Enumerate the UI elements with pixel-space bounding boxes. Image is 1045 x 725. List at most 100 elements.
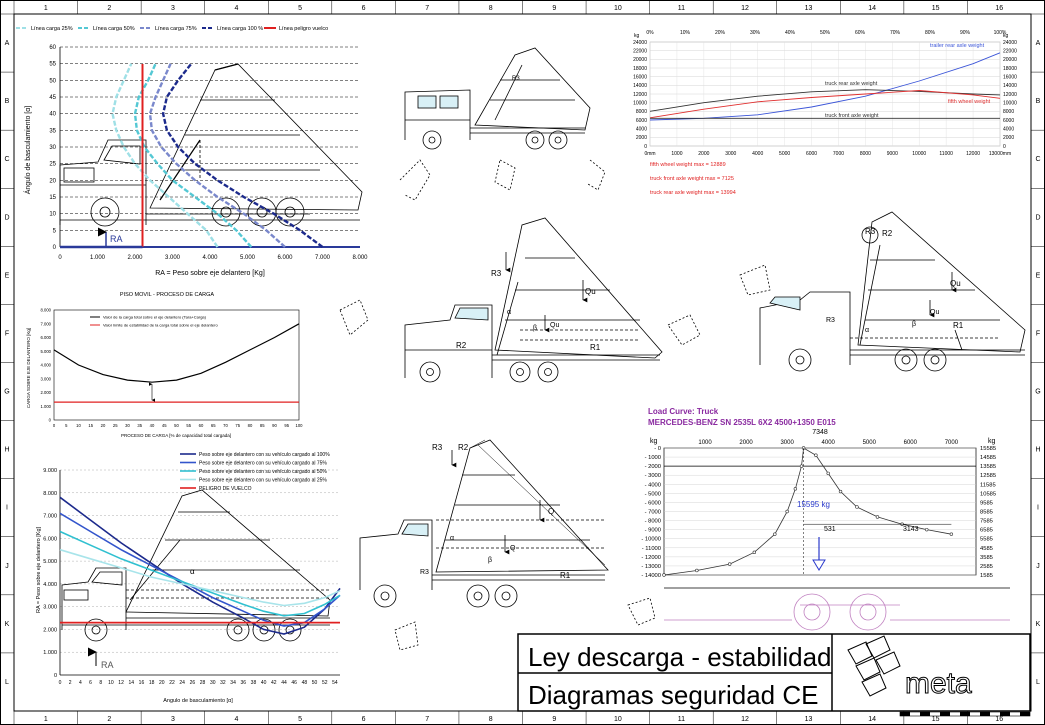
truckD-q-label: Q	[548, 507, 554, 516]
row-label: G	[4, 389, 9, 396]
chart5-left-tick: - 12000	[641, 555, 661, 561]
chart3-x-tick: 52	[322, 680, 328, 686]
chart1-x-tick: 6.000	[277, 255, 293, 261]
chart4-y-tick-right: 2000	[1003, 135, 1014, 141]
row-label: D	[4, 214, 9, 221]
chart2-series-1	[53, 323, 300, 383]
chart3-x-tick: 54	[332, 680, 338, 686]
chart5-point	[773, 532, 777, 536]
row-label: I	[6, 505, 8, 512]
column-label: 13	[805, 716, 813, 723]
column-label: 14	[868, 5, 876, 12]
chart3-x-tick: 50	[312, 680, 318, 686]
chart4-x-tick: 7000	[833, 151, 844, 157]
chart1-y-tick: 55	[49, 62, 56, 68]
chart5-unit-right: kg	[988, 438, 996, 445]
truckD-q2-label: Q	[510, 545, 516, 552]
chart3-y-tick: 3.000	[43, 605, 57, 611]
chart1-x-tick: 4.000	[202, 255, 218, 261]
column-label: 6	[362, 5, 366, 12]
chart5-x-tick: 4000	[822, 440, 836, 446]
truckB-beta-label: β	[533, 325, 537, 332]
row-label: H	[4, 447, 9, 454]
chart2-x-tick: 30	[125, 423, 130, 428]
chart5-left-tick: - 14000	[641, 573, 661, 579]
chart1-y-tick: 10	[49, 212, 56, 218]
chart4-top-tick: 70%	[890, 30, 901, 36]
chart5-dimension-3143: 3143	[903, 526, 919, 533]
column-label: 13	[805, 5, 813, 12]
chart1-series-2	[133, 63, 253, 248]
chart1-y-tick: 50	[49, 78, 56, 84]
chart2-x-axis-label: PROCESO DE CARGA [% de capacidad total c…	[121, 433, 231, 438]
chart2-title: PISO MOVIL - PROCESO DE CARGA	[120, 292, 215, 298]
chart5-point	[949, 532, 954, 536]
column-label: 7	[425, 716, 429, 723]
chart4-y-tick-right: 10000	[1003, 100, 1017, 106]
chart4-x-tick: 4000	[752, 151, 763, 157]
chart4-y-tick: 22000	[633, 48, 647, 54]
chart1-x-tick: 7.000	[315, 255, 331, 261]
truckC-beta-label: β	[912, 321, 916, 328]
chart4-y-tick: 18000	[633, 66, 647, 72]
chart3-legend-entry: Peso sobre eje delantero con su vehículo…	[199, 478, 327, 484]
chart4-series-3	[649, 90, 1001, 119]
chart4-y-tick-right: 22000	[1003, 48, 1017, 54]
chart4-x-tick: 8000	[860, 151, 871, 157]
chart5-right-tick: 9585	[980, 500, 993, 506]
chart5-title: Load Curve: Truck	[648, 407, 719, 416]
row-label: E	[5, 272, 10, 279]
chart1-x-tick: 3.000	[165, 255, 181, 261]
chart4-top-tick: 30%	[750, 30, 761, 36]
chart4-x-tick: 6000	[806, 151, 817, 157]
column-label: 12	[741, 5, 749, 12]
chart4-x-tick: 5000	[779, 151, 790, 157]
truckD-r3b-label: R3	[420, 569, 429, 576]
column-label: 2	[107, 5, 111, 12]
moving-floor-load-chart: PISO MOVIL - PROCESO DE CARGA 01.0002.00…	[26, 292, 303, 438]
chart4-y-tick-right: 14000	[1003, 83, 1017, 89]
chart2-x-tick: 60	[199, 423, 204, 428]
chart1-legend: Línea carga 25%Línea carga 50%Línea carg…	[16, 26, 328, 32]
chart3-x-tick: 30	[210, 680, 216, 686]
meta-logo	[847, 635, 901, 697]
chart1-series-1	[111, 63, 219, 248]
chart2-x-tick: 65	[211, 423, 216, 428]
chart3-x-tick: 4	[79, 680, 82, 686]
truckC-r1-label: R1	[953, 321, 964, 330]
chart4-x-tick: 13000mm	[989, 151, 1011, 157]
column-label: 8	[489, 5, 493, 12]
chart5-right-tick: 12585	[980, 473, 996, 479]
column-label: 10	[614, 5, 622, 12]
drawing-title-line-1: Ley descarga - estabilidad	[528, 641, 832, 672]
chart1-x-tick: 0	[58, 255, 62, 261]
chart5-subtitle: MERCEDES-BENZ SN 2535L 6X2 4500+1350 E01…	[648, 418, 836, 427]
chart3-x-tick: 2	[69, 680, 72, 686]
column-label: 3	[171, 716, 175, 723]
row-label: L	[5, 679, 9, 686]
chart3-x-tick: 24	[179, 680, 185, 686]
chart5-left-tick: - 7000	[645, 510, 661, 516]
row-label: A	[5, 40, 10, 47]
row-label: I	[1037, 505, 1039, 512]
row-label: C	[4, 156, 9, 163]
chart4-top-tick: 80%	[925, 30, 936, 36]
chart5-point	[925, 527, 929, 532]
chart3-x-tick: 14	[128, 680, 134, 686]
tipping-load-chart: Línea carga 25%Línea carga 50%Línea carg…	[16, 26, 368, 277]
chart4-y-unit-right: kg	[1003, 33, 1009, 39]
chart5-x-tick: 6000	[904, 440, 918, 446]
chart1-series-3	[148, 63, 286, 248]
chart3-x-tick: 22	[169, 680, 175, 686]
chart5-right-tick: 3585	[980, 555, 993, 561]
double-cab-tipper-drawing: R3	[399, 47, 606, 201]
chart4-x-tick: 9000	[887, 151, 898, 157]
truckD-r3-label: R3	[432, 443, 443, 452]
column-label: 1	[44, 5, 48, 12]
chart3-y-tick: 7.000	[43, 514, 57, 520]
chart2-x-tick: 15	[88, 423, 93, 428]
column-label: 8	[489, 716, 493, 723]
chart2-legend: Valor de la carga total sobre el eje del…	[90, 315, 218, 328]
